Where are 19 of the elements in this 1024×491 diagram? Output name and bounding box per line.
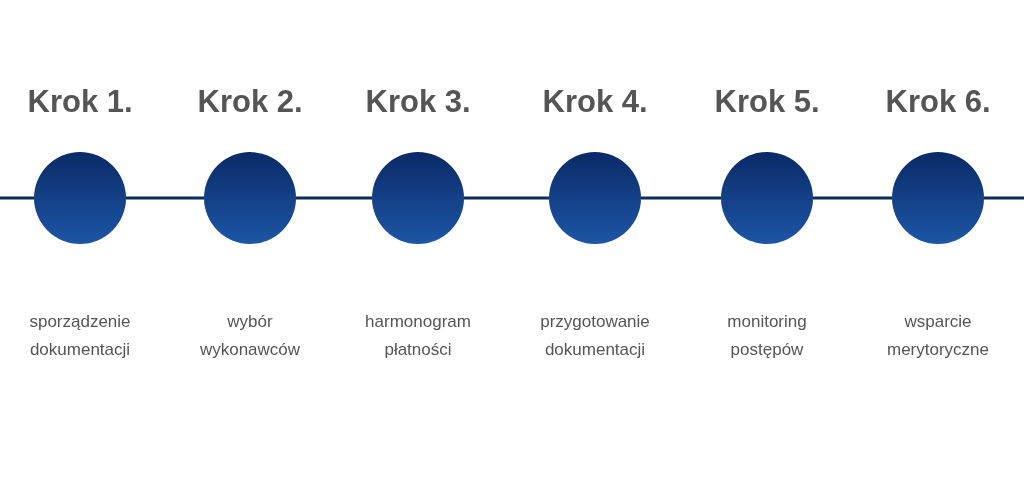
step-heading: Krok 4. bbox=[542, 84, 648, 120]
step-description: przygotowanie dokumentacji bbox=[539, 311, 651, 361]
connector-line bbox=[641, 196, 721, 200]
step-heading: Krok 3. bbox=[365, 84, 471, 120]
step-heading: Krok 5. bbox=[714, 84, 820, 120]
step-description: wybór wykonawców bbox=[198, 311, 302, 361]
connector-line bbox=[126, 196, 204, 200]
step-heading: Krok 6. bbox=[885, 84, 991, 120]
connector-line bbox=[813, 196, 892, 200]
connector-line bbox=[296, 196, 372, 200]
connector-line bbox=[464, 196, 549, 200]
step-description: sporządzenie dokumentacji bbox=[28, 311, 132, 361]
connector-line bbox=[0, 196, 34, 200]
step-heading: Krok 2. bbox=[197, 84, 303, 120]
connector-line bbox=[984, 196, 1024, 200]
step-description: harmonogram płatności bbox=[364, 311, 472, 361]
step-description: monitoring postępów bbox=[726, 311, 808, 361]
step-description: wsparcie merytoryczne bbox=[886, 311, 990, 361]
step-heading: Krok 1. bbox=[27, 84, 133, 120]
